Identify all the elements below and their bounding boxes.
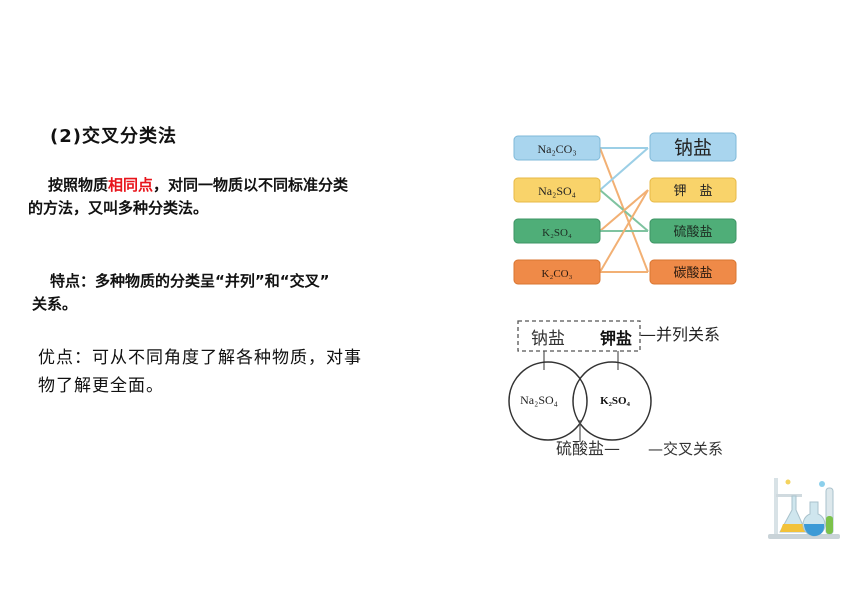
bottom-sulfate-label: 硫酸盐—	[556, 439, 620, 458]
label-k2co3: K₂CO₃	[542, 268, 573, 280]
stand-base	[768, 534, 840, 539]
definition-paragraph: 按照物质相同点，对同一物质以不同标准分类 的方法，又叫多种分类法。	[28, 174, 448, 220]
venn-k2so4-label: K₂SO₄	[600, 395, 631, 407]
box-na2so4	[513, 177, 601, 203]
advantage-line-2: 物了解更全面。	[38, 376, 164, 396]
bubble	[819, 481, 825, 487]
line-k2so4-potassium	[599, 189, 649, 232]
advantage-paragraph: 优点：可从不同角度了解各种物质，对事 物了解更全面。	[38, 344, 458, 400]
venn-circle-left	[508, 361, 588, 441]
definition-line-2: 的方法，又叫多种分类法。	[28, 199, 209, 217]
definition-text-after: ，对同一物质以不同标准分类	[153, 176, 349, 194]
bubble-small	[785, 479, 791, 485]
matching-lines	[599, 147, 649, 273]
parallel-relation-label: —并列关系	[640, 325, 720, 344]
right-category-boxes: 钠盐 钾 盐 硫酸盐 碳酸盐	[649, 132, 737, 285]
label-k2so4: K₂SO₄	[542, 227, 572, 239]
venn-potassium-label: 钾盐	[600, 329, 632, 348]
classification-diagram: Na₂CO₃ Na₂SO₄ K₂SO₄ K₂CO₃ 钠盐 钾 盐 硫酸盐 碳酸盐…	[508, 132, 737, 458]
box-k2so4	[513, 218, 601, 244]
relationship-diagram: 钠盐 钾盐 —并列关系 Na₂SO₄ K₂SO₄ 硫酸盐— —交叉关系	[508, 320, 723, 458]
label-sulfate: 硫酸盐	[673, 225, 712, 240]
label-na2co3: Na₂CO₃	[537, 142, 576, 156]
stand-arm	[776, 494, 802, 497]
label-na2so4: Na₂SO₄	[538, 184, 576, 198]
stand-rod	[774, 478, 778, 536]
venn-circle-right	[572, 361, 652, 441]
left-compound-boxes: Na₂CO₃ Na₂SO₄ K₂SO₄ K₂CO₃	[513, 135, 601, 285]
section-heading: (2)交叉分类法	[50, 126, 177, 147]
feature-line-2: 关系。	[32, 295, 78, 313]
venn-sodium-label: 钠盐	[531, 329, 565, 349]
definition-text-before: 按照物质	[48, 176, 109, 194]
highlight-text: 相同点	[108, 176, 154, 194]
test-tube-liquid	[826, 516, 833, 534]
definition-line-1: 按照物质相同点，对同一物质以不同标准分类	[28, 174, 448, 197]
flask-round-liquid	[804, 524, 825, 536]
box-k2co3	[513, 259, 601, 285]
box-carbonate	[649, 259, 737, 285]
cross-relation-label: —交叉关系	[648, 440, 723, 458]
label-potassium-salt: 钾 盐	[673, 184, 712, 199]
box-sulfate	[649, 218, 737, 244]
label-carbonate: 碳酸盐	[673, 266, 712, 281]
feature-line-1: 特点：多种物质的分类呈“并列”和“交叉”	[50, 272, 330, 290]
box-sodium-salt	[649, 132, 737, 162]
feature-paragraph: 特点：多种物质的分类呈“并列”和“交叉” 关系。	[32, 270, 452, 316]
advantage-line-1: 优点：可从不同角度了解各种物质，对事	[38, 348, 362, 368]
flask-left-liquid	[780, 524, 806, 532]
box-potassium-salt	[649, 177, 737, 203]
line-na2so4-sodium	[599, 147, 649, 191]
parallel-dashed-box	[517, 320, 641, 352]
line-k2co3-potassium	[599, 189, 649, 273]
lab-flask-icon	[768, 478, 840, 539]
label-sodium-salt: 钠盐	[674, 137, 712, 159]
box-na2co3	[513, 135, 601, 161]
venn-na2so4-label: Na₂SO₄	[520, 393, 558, 407]
